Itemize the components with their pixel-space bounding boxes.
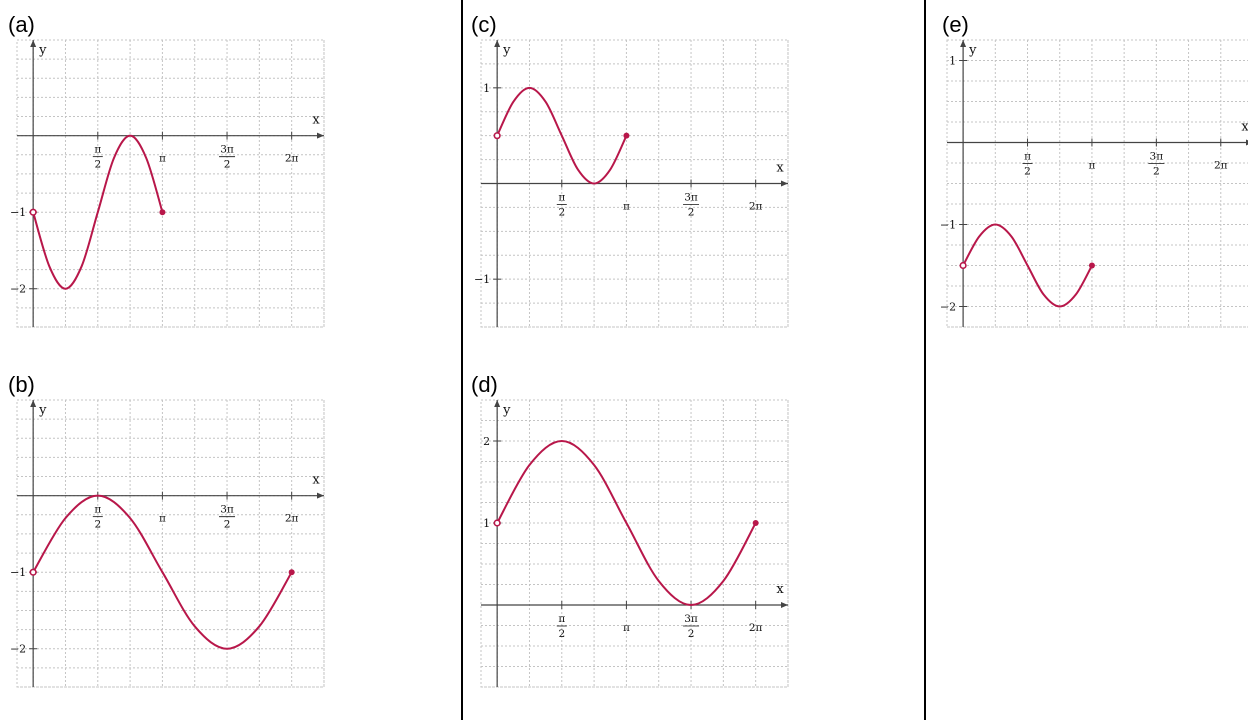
x-axis-arrow xyxy=(781,602,788,608)
curve-line xyxy=(496,439,757,607)
x-tick-label: 2π xyxy=(749,201,763,213)
x-tick-label-den: 2 xyxy=(224,159,231,171)
closed-endpoint xyxy=(623,132,630,139)
x-tick-label-den: 2 xyxy=(94,159,101,171)
curve-line xyxy=(32,134,164,290)
y-axis-label: y xyxy=(502,403,511,418)
closed-endpoint xyxy=(159,209,166,216)
x-tick-label: π xyxy=(623,201,630,213)
x-tick-label-den: 2 xyxy=(1024,166,1031,178)
open-endpoint xyxy=(493,519,501,527)
x-tick-label-num: 3π xyxy=(684,192,698,204)
y-axis-label: y xyxy=(38,403,47,418)
panel-label-b: (b) xyxy=(8,372,35,397)
curve-line xyxy=(962,223,1093,308)
x-tick-label-num: π xyxy=(558,613,565,625)
curve-line xyxy=(32,494,293,650)
x-tick-label: π xyxy=(159,513,166,525)
y-tick-label: −1 xyxy=(10,566,26,579)
x-axis-arrow xyxy=(317,132,324,139)
y-tick-label: 1 xyxy=(949,55,956,68)
x-tick-label-num: π xyxy=(94,144,101,156)
y-tick-label: −1 xyxy=(940,219,956,232)
x-tick-label: 2π xyxy=(285,153,299,165)
x-axis-label: x xyxy=(1241,120,1248,135)
y-axis-arrow xyxy=(30,400,37,407)
y-axis-arrow xyxy=(30,40,37,47)
closed-endpoint xyxy=(1088,262,1095,269)
x-axis-label: x xyxy=(776,161,784,176)
x-tick-label: 2π xyxy=(749,622,763,634)
grid-border xyxy=(946,39,1248,328)
open-endpoint xyxy=(29,208,37,216)
y-tick-label: −2 xyxy=(940,301,956,314)
grid-border xyxy=(480,399,789,688)
x-tick-label-num: 3π xyxy=(220,504,234,516)
x-tick-label-num: π xyxy=(1024,151,1031,163)
x-tick-label: 2π xyxy=(285,513,299,525)
x-tick-label: 2π xyxy=(1214,160,1228,172)
x-tick-label-den: 2 xyxy=(558,628,565,640)
grid-border xyxy=(16,39,325,328)
y-tick-label: −2 xyxy=(10,283,26,296)
x-tick-label-num: 3π xyxy=(220,144,234,156)
x-tick-label: π xyxy=(159,153,166,165)
x-axis-arrow xyxy=(317,492,324,499)
x-tick-label-den: 2 xyxy=(688,628,695,640)
panel-label-a: (a) xyxy=(8,12,35,37)
y-tick-label: 2 xyxy=(483,435,490,448)
y-axis-label: y xyxy=(502,43,511,58)
x-axis-label: x xyxy=(776,582,784,597)
y-tick-label: −1 xyxy=(10,206,26,219)
x-tick-label-num: π xyxy=(94,504,101,516)
x-tick-label-num: 3π xyxy=(684,613,698,625)
x-tick-label-num: π xyxy=(558,192,565,204)
x-tick-label-den: 2 xyxy=(224,519,231,531)
x-tick-label-num: 3π xyxy=(1150,151,1164,163)
panel-divider-right xyxy=(924,0,926,720)
y-axis-arrow xyxy=(960,40,967,47)
panel-label-d: (d) xyxy=(471,372,498,397)
x-tick-label-den: 2 xyxy=(1153,166,1160,178)
y-tick-label: −2 xyxy=(10,643,26,656)
x-axis-arrow xyxy=(781,180,788,187)
y-axis-arrow xyxy=(494,40,501,47)
curve-line xyxy=(496,86,628,185)
y-axis-label: y xyxy=(968,43,977,58)
x-tick-label: π xyxy=(1088,160,1095,172)
y-tick-label: 1 xyxy=(483,517,490,530)
open-endpoint xyxy=(959,261,967,270)
x-tick-label-den: 2 xyxy=(688,207,695,219)
closed-endpoint xyxy=(752,520,759,526)
y-axis-arrow xyxy=(494,400,501,407)
panel-label-c: (c) xyxy=(471,12,497,37)
x-tick-label-den: 2 xyxy=(558,207,565,219)
x-tick-label-den: 2 xyxy=(94,519,101,531)
panel-label-e: (e) xyxy=(942,12,969,37)
x-axis-label: x xyxy=(312,473,320,488)
open-endpoint xyxy=(29,568,37,576)
closed-endpoint xyxy=(288,569,295,576)
open-endpoint xyxy=(493,132,501,140)
x-axis-label: x xyxy=(312,113,320,128)
panel-divider-left xyxy=(461,0,463,720)
y-axis-label: y xyxy=(38,43,47,58)
y-tick-label: 1 xyxy=(483,82,490,95)
x-tick-label: π xyxy=(623,622,630,634)
grid-border xyxy=(16,399,325,688)
y-tick-label: −1 xyxy=(474,273,490,286)
